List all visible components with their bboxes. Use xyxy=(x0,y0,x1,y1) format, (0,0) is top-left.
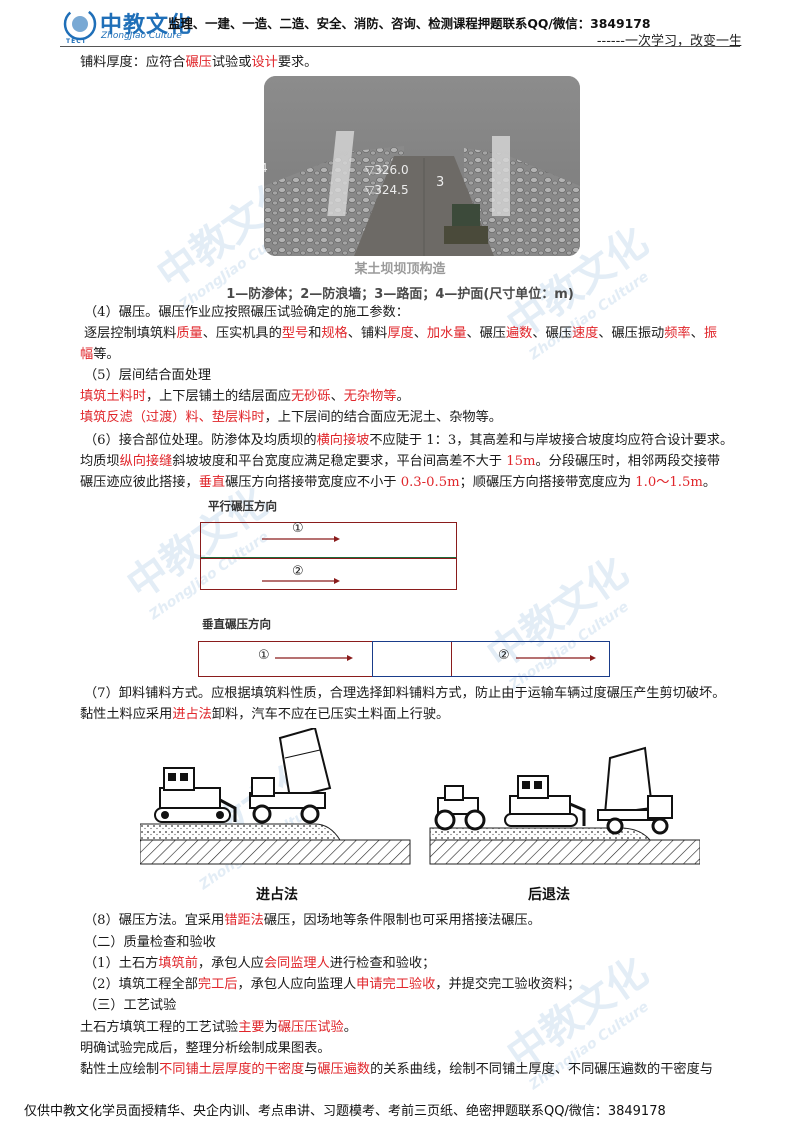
parallel-strip-2 xyxy=(200,558,457,590)
right-roller xyxy=(434,785,486,831)
paragraph-cohesive-soil: 黏性土料应采用进占法卸料，汽车不应在已压实土料面上行驶。 xyxy=(80,707,450,722)
paragraph-longitudinal-joint: 均质坝纵向接缝斜坡坡度和平台宽度应满足稳定要求，平台间高差不大于 15m。分段碾… xyxy=(80,454,721,469)
left-dump-truck xyxy=(249,728,332,824)
parallel-overlap-band xyxy=(200,548,457,558)
left-bulldozer xyxy=(154,767,237,823)
dam-crest-photo: 4 ▽326.0 ▽324.5 3 xyxy=(264,76,580,256)
paragraph-quality-heading: （二）质量检查和验收 xyxy=(84,935,216,950)
paragraph-compaction-method: （8）碾压方法。宜采用错距法碾压，因场地等条件限制也可采用搭接法碾压。 xyxy=(84,913,541,928)
header-slogan: ------一次学习，改变一生 xyxy=(596,34,742,49)
paragraph-test-results: 明确试验完成后，整理分析绘制成果图表。 xyxy=(80,1041,331,1056)
paragraph-unloading-method: （7）卸料铺料方式。应根据填筑料性质，合理选择卸料铺料方式，防止由于运输车辆过度… xyxy=(84,686,726,701)
perpendicular-num-2: ② xyxy=(498,648,510,663)
diagram-perpendicular-label: 垂直碾压方向 xyxy=(202,617,271,631)
right-dump-truck xyxy=(597,746,673,835)
parallel-num-1: ① xyxy=(292,521,304,536)
paragraph-compaction-params: 逐层控制填筑料质量、压实机具的型号和规格、铺料厚度、加水量、碾压遍数、碾压速度、… xyxy=(84,326,717,341)
paragraph-compaction-heading: （4）碾压。碾压作业应按照碾压试验确定的施工参数： xyxy=(84,305,409,320)
photo-caption-legend: 1—防渗体；2—防浪墙；3—路面；4—护面(尺寸单位：m) xyxy=(226,287,574,302)
right-ground xyxy=(429,839,700,865)
parallel-arrow-1 xyxy=(262,536,340,542)
right-bulldozer xyxy=(504,775,586,827)
perpendicular-arrow-1 xyxy=(275,655,353,661)
photo-label-elevation-1: ▽326.0 xyxy=(365,163,409,177)
logo-subtitle: ZhongJiao Culture xyxy=(101,31,182,41)
paragraph-pre-fill-check: （1）土石方填筑前，承包人应会同监理人进行检查和验收； xyxy=(84,956,436,971)
paragraph-layer-interface-heading: （5）层间结合面处理 xyxy=(84,368,212,383)
paragraph-paving-thickness: 铺料厚度：应符合碾压试验或设计要求。 xyxy=(80,55,318,70)
paragraph-process-test-heading: （三）工艺试验 xyxy=(84,998,177,1013)
parallel-num-2: ② xyxy=(292,564,304,579)
paragraph-overlap-width: 碾压迹应彼此搭接，垂直碾压方向搭接带宽度应不小于 0.3-0.5m；顺碾压方向搭… xyxy=(80,475,717,490)
unloading-methods-illustration xyxy=(140,728,700,865)
paragraph-compaction-params-cont: 幅等。 xyxy=(80,347,120,362)
left-ground xyxy=(140,839,411,865)
photo-label-4: 4 xyxy=(264,161,268,175)
footer-note: 仅供中教文化学员面授精华、央企内训、考点串讲、习题模考、考前三页纸、绝密押题联系… xyxy=(24,1104,666,1119)
logo-tect: TECT xyxy=(66,38,87,45)
advance-method-label: 进占法 xyxy=(256,887,298,903)
photo-caption-title: 某土坝坝顶构造 xyxy=(354,262,446,277)
perpendicular-arrow-2 xyxy=(516,655,596,661)
retreat-method-label: 后退法 xyxy=(528,887,570,903)
paragraph-layer-soil: 填筑土料时，上下层铺土的结层面应无砂砾、无杂物等。 xyxy=(80,389,410,404)
diagram-parallel-label: 平行碾压方向 xyxy=(208,499,277,513)
perpendicular-num-1: ① xyxy=(258,648,270,663)
paragraph-cohesive-curve: 黏性土应绘制不同铺土层厚度的干密度与碾压遍数的关系曲线，绘制不同铺土厚度、不同碾… xyxy=(80,1062,713,1077)
header-divider xyxy=(60,46,740,47)
paragraph-joint-treatment: （6）接合部位处理。防渗体及均质坝的横向接坡不应陡于 1：3，其高差和与岸坡接合… xyxy=(84,433,734,448)
parallel-arrow-2 xyxy=(262,578,340,584)
logo-text: 中教文化 xyxy=(100,13,193,38)
logo-icon xyxy=(63,7,97,41)
header-title: 监理、一建、一造、二造、安全、消防、咨询、检测课程押题联系QQ/微信：38491… xyxy=(168,16,651,31)
paragraph-layer-filter: 填筑反滤（过渡）料、垫层料时，上下层间的结合面应无泥土、杂物等。 xyxy=(80,410,502,425)
perpendicular-strip-1 xyxy=(198,641,452,677)
photo-label-3: 3 xyxy=(436,175,444,190)
left-fill-material xyxy=(140,823,341,841)
paragraph-completion-acceptance: （2）填筑工程全部完工后，承包人应向监理人申请完工验收，并提交完工验收资料； xyxy=(84,977,581,992)
photo-label-elevation-2: ▽324.5 xyxy=(365,183,409,197)
paragraph-process-test-main: 土石方填筑工程的工艺试验主要为碾压压试验。 xyxy=(80,1020,357,1035)
perpendicular-strip-2 xyxy=(372,641,610,677)
